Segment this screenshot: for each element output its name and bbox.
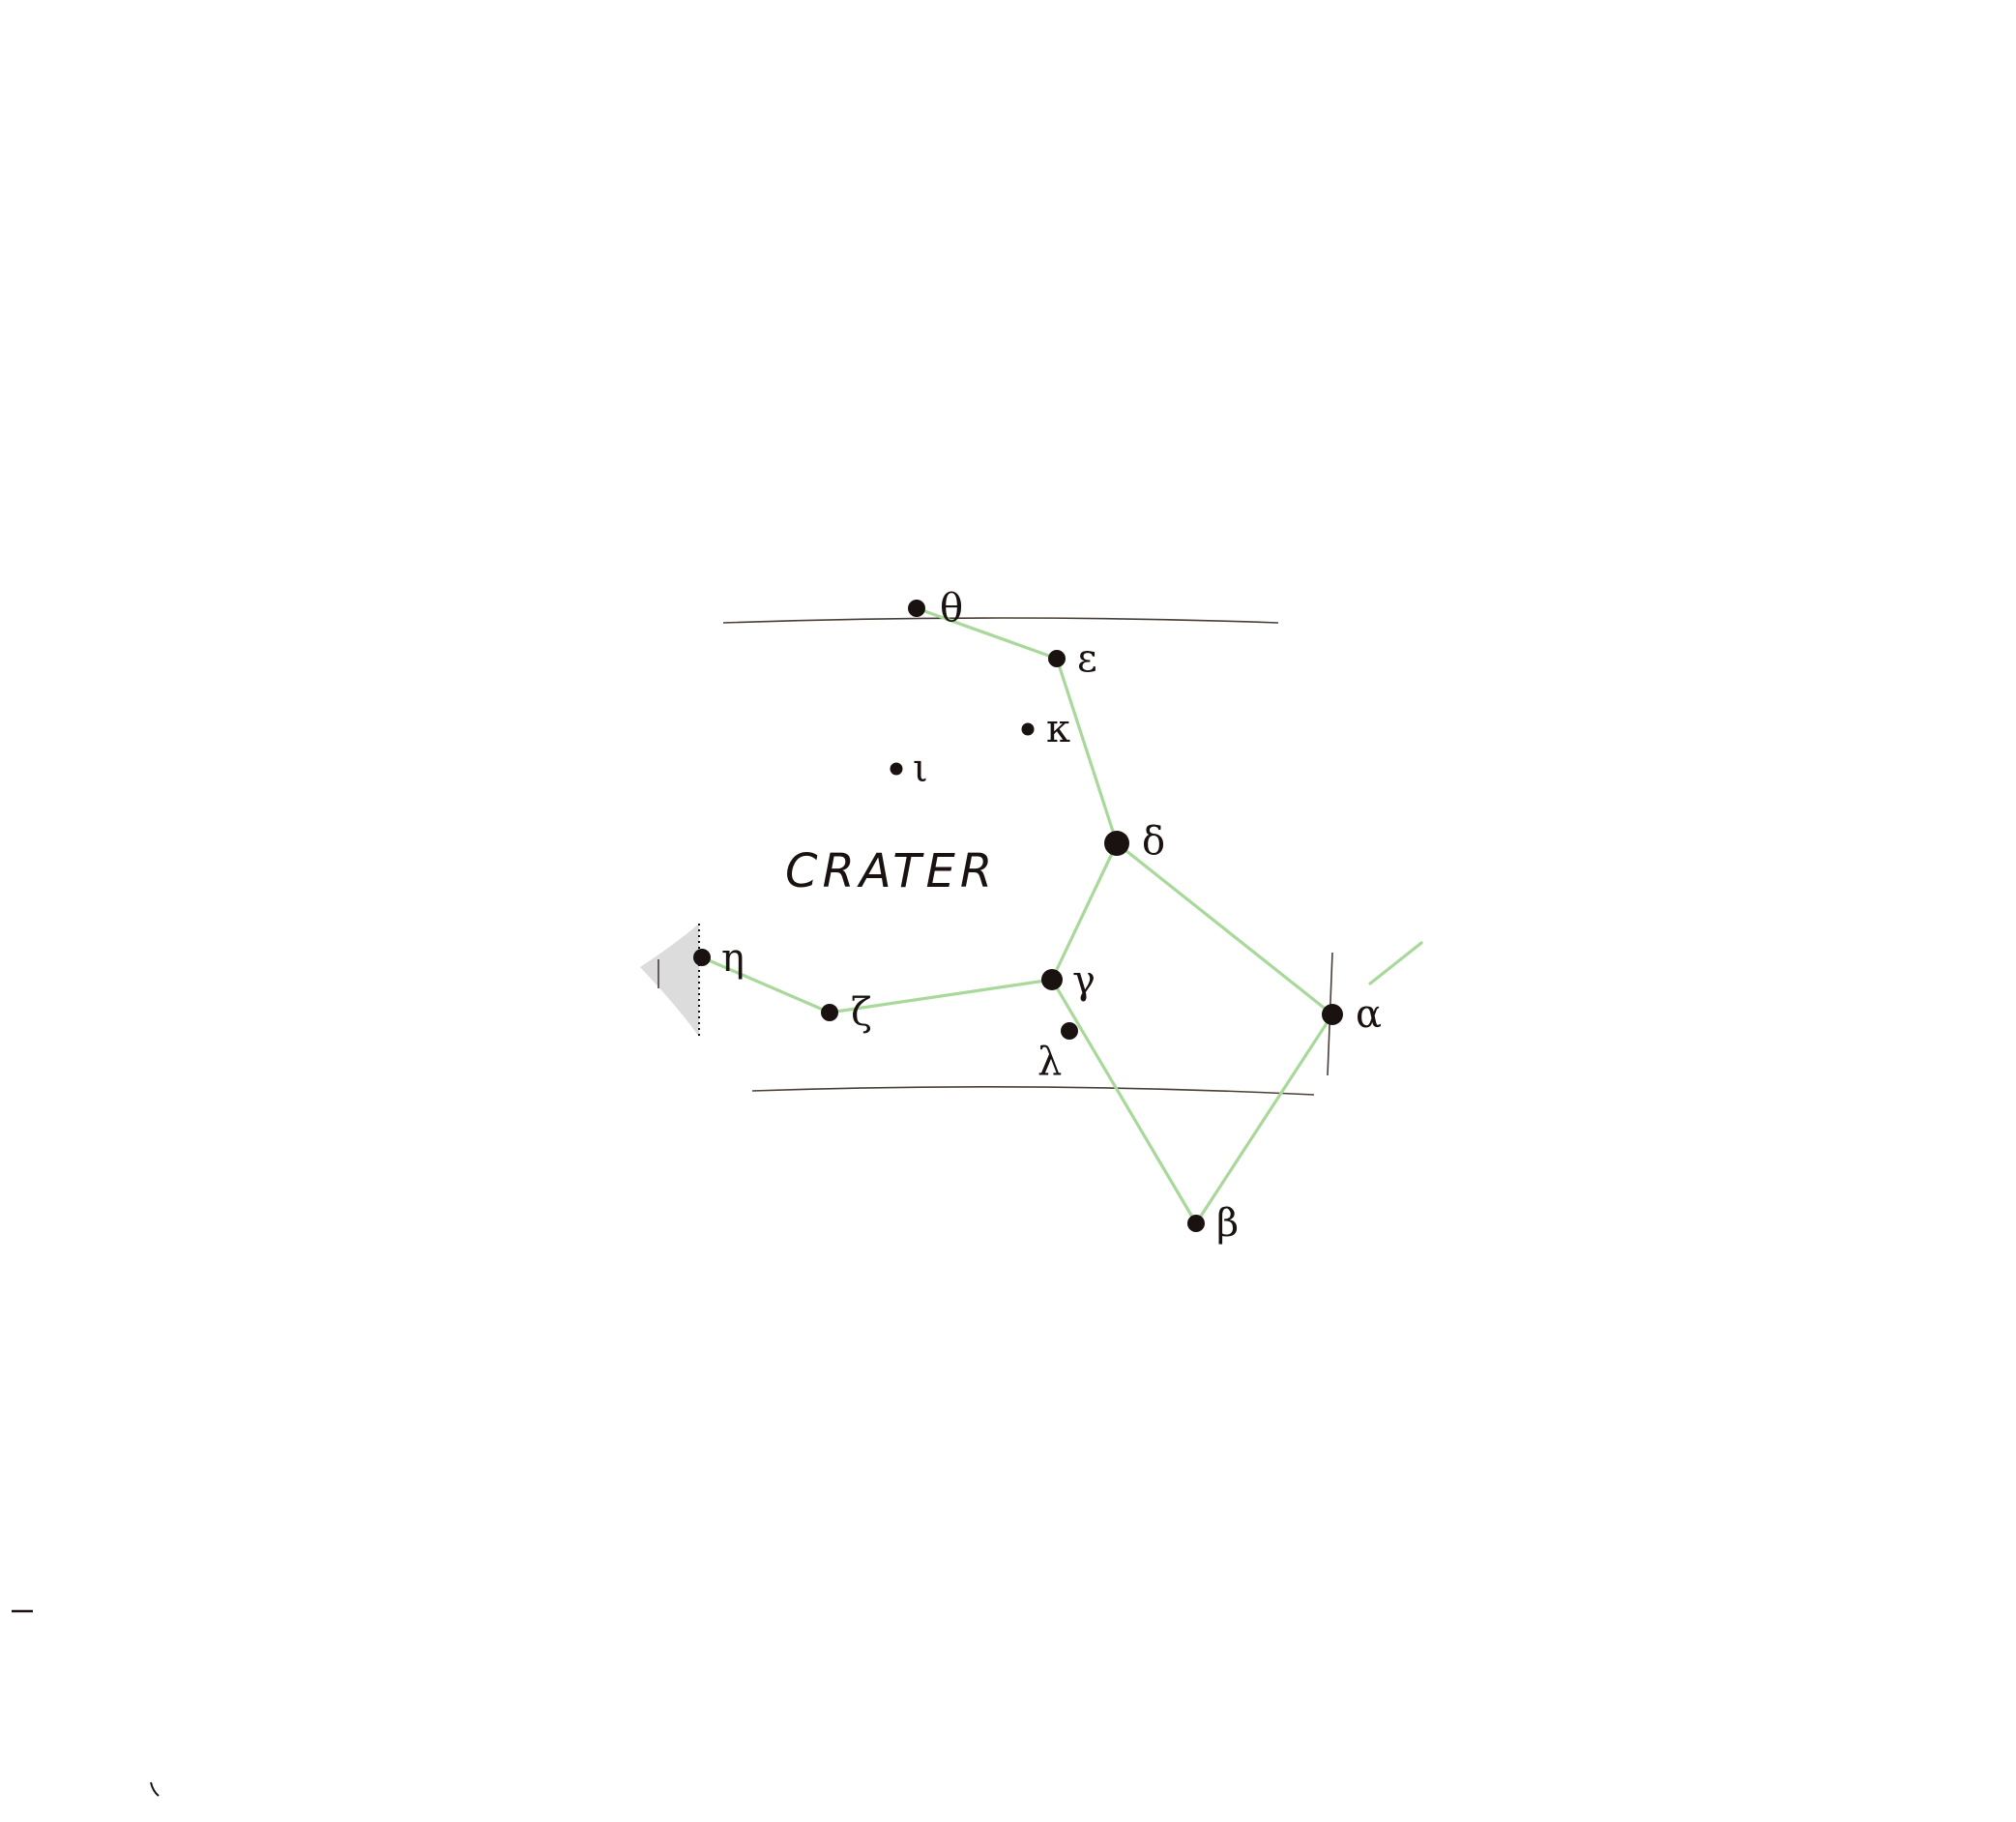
star-label-alpha: α xyxy=(1356,992,1382,1037)
star-lambda xyxy=(1061,1022,1078,1040)
star-gamma xyxy=(1041,969,1063,990)
star-label-zeta: ζ xyxy=(851,990,872,1035)
star-label-lambda: λ xyxy=(1037,1040,1062,1084)
star-label-eta: η xyxy=(721,936,745,981)
figure-lines xyxy=(700,606,1334,1225)
figure-line-gamma-beta xyxy=(1050,978,1198,1225)
star-beta xyxy=(1187,1215,1205,1232)
star-delta xyxy=(1104,831,1129,856)
star-labels: θ εκ ι δ η ζ γλ α β xyxy=(721,586,1382,1246)
figure-line-offchart xyxy=(1368,941,1423,985)
figure-line-delta-gamma xyxy=(1050,841,1119,982)
figure-line-beta-alpha xyxy=(1194,1013,1334,1225)
stars xyxy=(693,600,1343,1232)
star-label-beta: β xyxy=(1216,1201,1239,1246)
star-label-theta: θ xyxy=(940,586,963,631)
figure-line-zeta-gamma xyxy=(828,978,1054,1014)
star-iota xyxy=(890,762,903,776)
stray-curve-mark xyxy=(150,1781,160,1797)
boundary-top xyxy=(722,617,1279,624)
star-epsilon xyxy=(1048,650,1066,667)
boundary-bottom xyxy=(751,1086,1315,1096)
star-label-iota: ι xyxy=(913,747,928,791)
figure-line-delta-alpha xyxy=(1115,841,1334,1016)
figure-line-epsilon-delta xyxy=(1055,657,1119,845)
star-theta xyxy=(908,600,925,617)
star-kappa xyxy=(1021,722,1035,736)
star-label-delta: δ xyxy=(1142,819,1165,864)
star-zeta xyxy=(821,1004,838,1021)
figure-line-eta-zeta xyxy=(700,955,832,1014)
star-alpha xyxy=(1322,1004,1343,1025)
figure-line-theta-epsilon xyxy=(915,606,1059,661)
star-label-gamma: γ xyxy=(1072,958,1096,1003)
star-label-kappa: κ xyxy=(1046,707,1070,751)
star-eta xyxy=(693,949,711,966)
constellation-name: CRATER xyxy=(785,844,997,898)
star-label-epsilon: ε xyxy=(1077,636,1097,681)
shaded-boundary-region xyxy=(640,924,699,1037)
